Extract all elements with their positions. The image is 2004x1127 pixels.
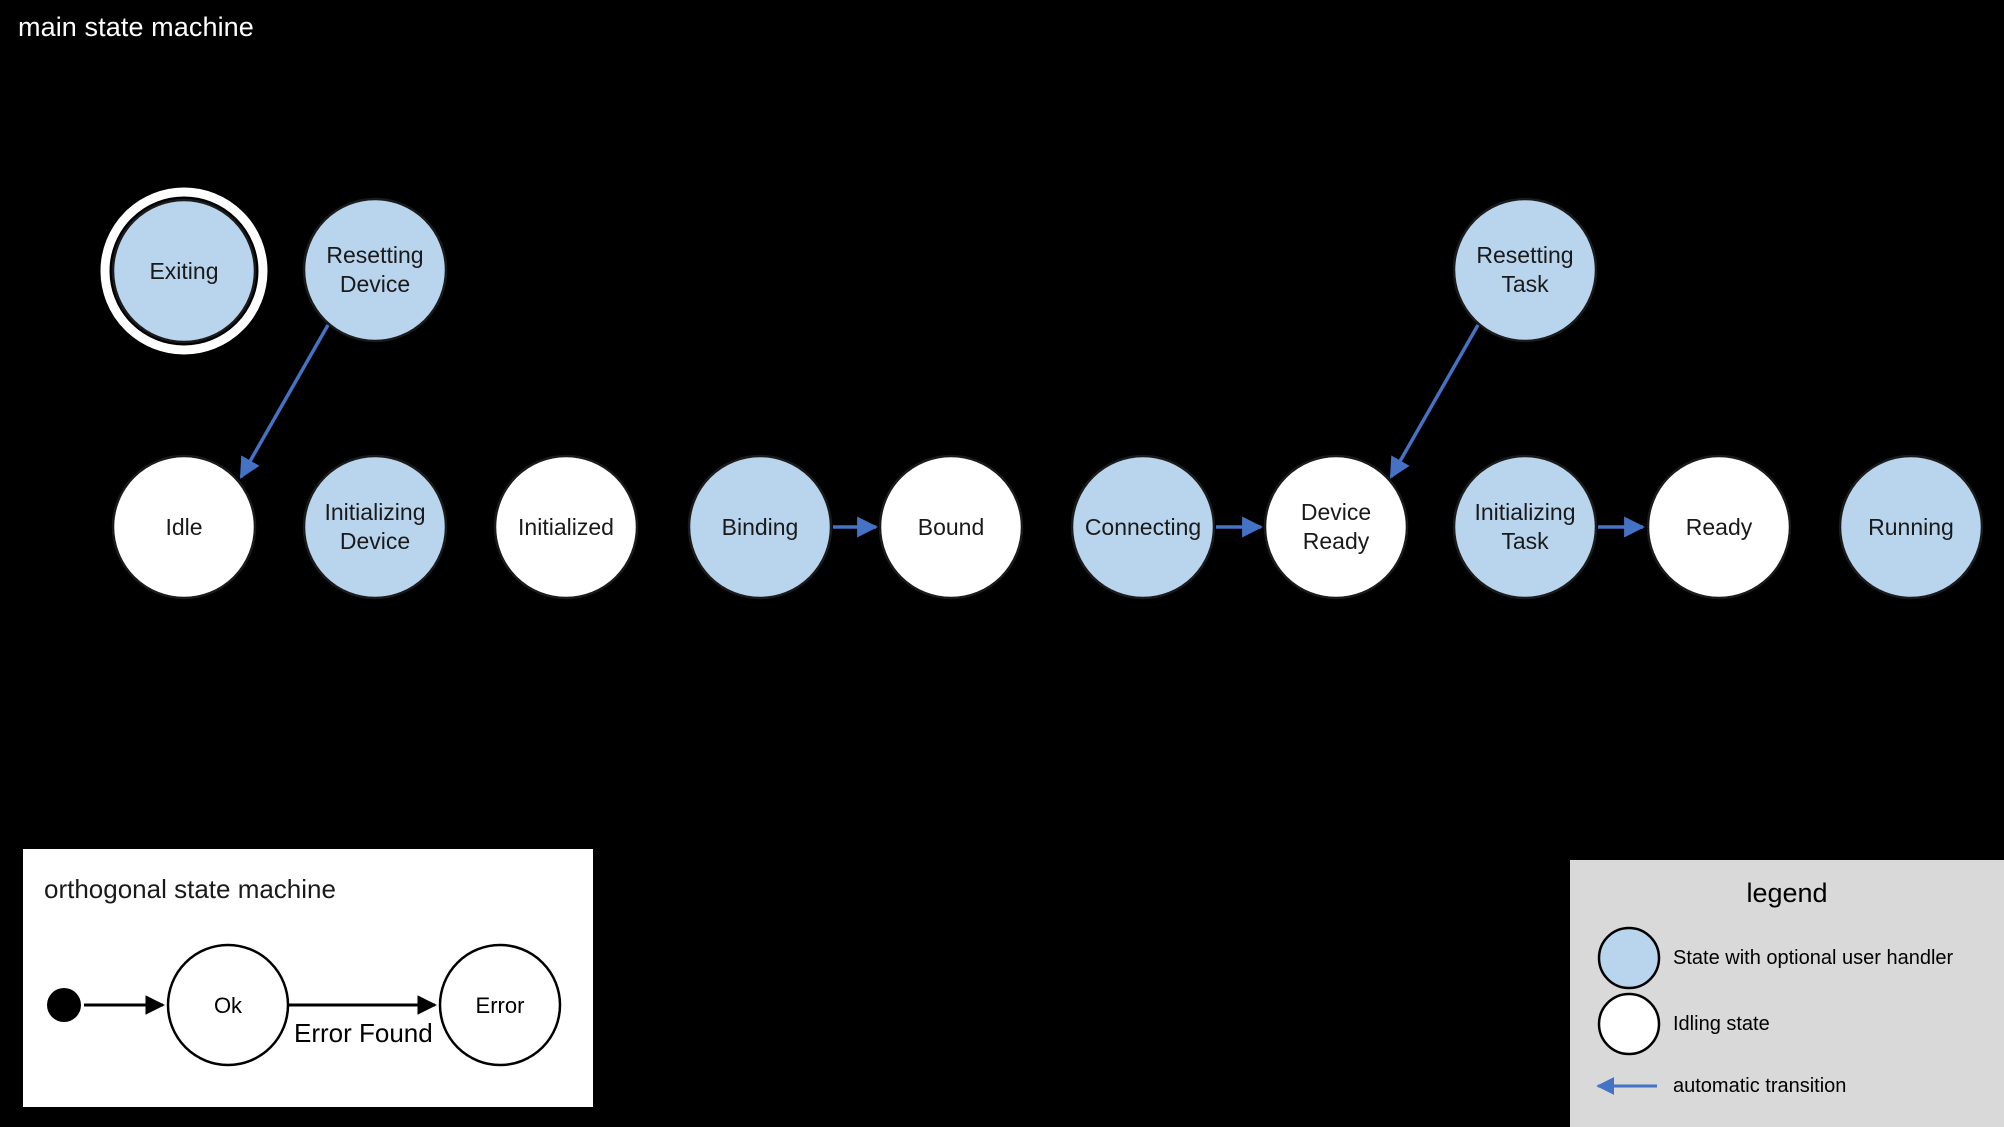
main-states bbox=[100, 187, 1984, 600]
state-node-idle[interactable] bbox=[111, 454, 257, 600]
legend-label-handler-state: State with optional user handler bbox=[1673, 947, 1954, 969]
state-node-resetting-task[interactable] bbox=[1452, 197, 1598, 343]
legend-title: legend bbox=[1746, 878, 1828, 908]
transition-resetting-task-to-device-ready bbox=[1389, 324, 1480, 479]
legend-label-idling-state: Idling state bbox=[1673, 1013, 1770, 1035]
state-node-bound[interactable] bbox=[878, 454, 1024, 600]
transition-resetting-device-to-idle bbox=[239, 324, 330, 479]
state-node-initialized[interactable] bbox=[493, 454, 639, 600]
state-node-exiting[interactable] bbox=[100, 187, 268, 355]
state-node-ready[interactable] bbox=[1646, 454, 1792, 600]
final-state-outer-ring bbox=[100, 187, 268, 355]
legend-label-automatic-transition: automatic transition bbox=[1673, 1075, 1847, 1097]
state-node-initializing-device[interactable] bbox=[302, 454, 448, 600]
initial-state-dot[interactable] bbox=[47, 988, 81, 1022]
legend-swatch-handler-state bbox=[1597, 926, 1661, 990]
transition-label-error-found: Error Found bbox=[294, 1018, 433, 1048]
state-node-connecting[interactable] bbox=[1070, 454, 1216, 600]
orthogonal-state-machine-panel-group bbox=[21, 847, 595, 1109]
state-node-ok[interactable] bbox=[166, 943, 290, 1067]
main-transitions bbox=[239, 324, 1646, 538]
state-node-binding[interactable] bbox=[687, 454, 833, 600]
state-node-running[interactable] bbox=[1838, 454, 1984, 600]
state-node-device-ready[interactable] bbox=[1263, 454, 1409, 600]
state-node-error[interactable] bbox=[438, 943, 562, 1067]
legend-panel-group bbox=[1570, 860, 2004, 1127]
legend-panel bbox=[1570, 860, 2004, 1127]
orthogonal-panel-title: orthogonal state machine bbox=[44, 874, 336, 904]
state-node-initializing-task[interactable] bbox=[1452, 454, 1598, 600]
state-circle bbox=[111, 198, 257, 344]
state-node-resetting-device[interactable] bbox=[302, 197, 448, 343]
legend-swatch-idling-state bbox=[1597, 992, 1661, 1056]
page-title: main state machine bbox=[18, 12, 254, 42]
